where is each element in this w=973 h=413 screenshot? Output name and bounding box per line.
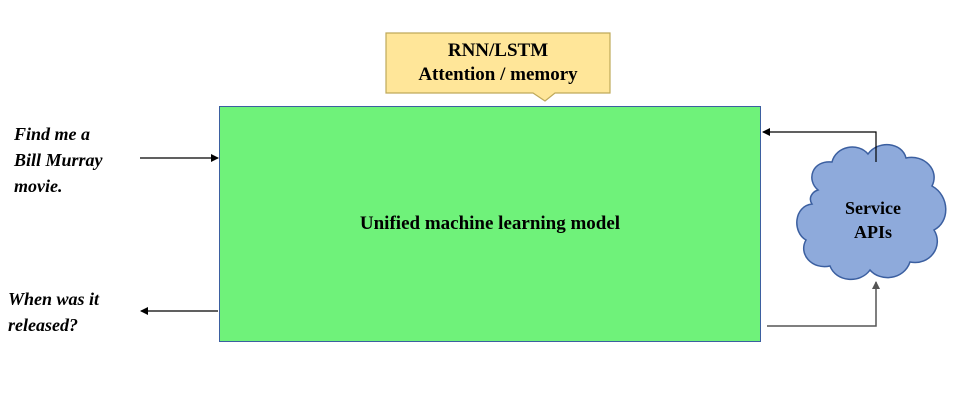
service-apis-label: Service APIs	[808, 196, 938, 244]
input-line-1: Find me a	[14, 124, 91, 144]
output-line-2: released?	[8, 315, 78, 335]
input-line-3: movie.	[14, 176, 63, 196]
unified-model-box: Unified machine learning model	[219, 106, 761, 342]
user-input-text: Find me a Bill Murray movie.	[14, 121, 154, 199]
service-cloud-shape	[796, 144, 947, 280]
callout-line-1: RNN/LSTM	[447, 40, 549, 61]
service-line-1: Service	[845, 198, 901, 218]
model-to-service-arrow	[767, 281, 880, 327]
service-to-model-arrow	[762, 128, 877, 162]
callout-line-2: Attention / memory	[418, 64, 578, 85]
system-output-text: When was it released?	[8, 286, 148, 338]
input-line-2: Bill Murray	[14, 150, 103, 170]
model-label: Unified machine learning model	[359, 213, 621, 234]
output-line-1: When was it	[8, 289, 100, 309]
architecture-callout: RNN/LSTM Attention / memory	[386, 33, 610, 93]
service-line-2: APIs	[853, 222, 892, 242]
